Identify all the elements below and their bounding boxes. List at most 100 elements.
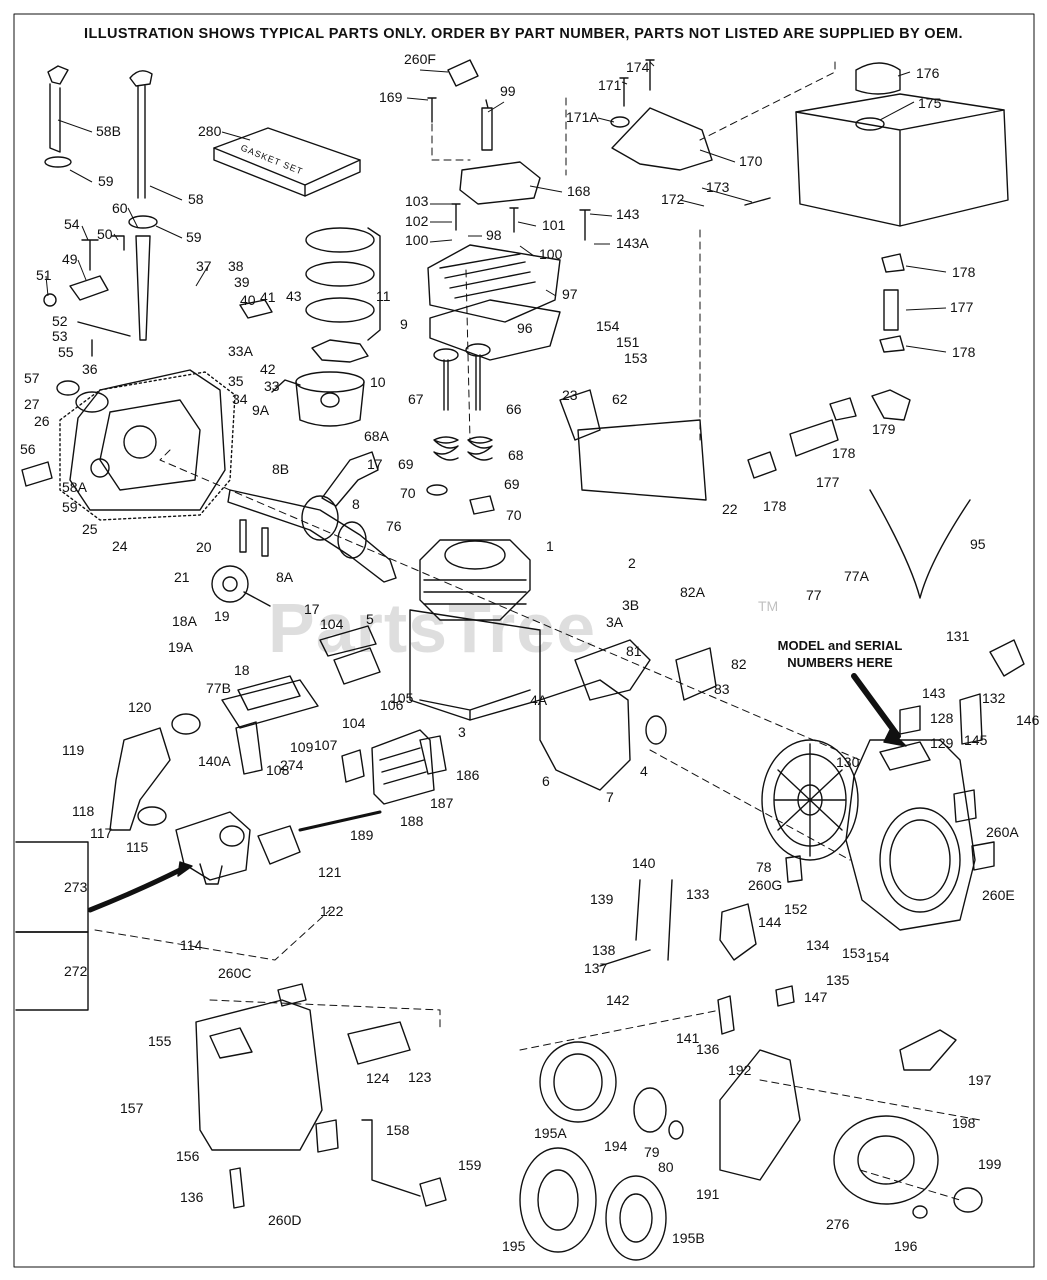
washer-79	[668, 1120, 684, 1140]
part-label-183: 196	[894, 1238, 918, 1254]
leader-line-33	[905, 345, 947, 353]
clip-136	[717, 995, 735, 1035]
part-label-157: 147	[804, 989, 828, 1005]
part-label-154: 138	[592, 942, 616, 958]
part-label-85: 20	[196, 539, 212, 555]
cylinder-head-97	[427, 244, 561, 323]
part-label-142: 260A	[986, 824, 1019, 840]
part-label-171: 192	[728, 1062, 752, 1078]
part-label-86: 8A	[276, 569, 294, 585]
part-label-121: 108	[266, 762, 290, 778]
part-label-147: 139	[590, 891, 614, 907]
part-label-84: 95	[970, 536, 986, 552]
part-label-60: 67	[408, 391, 424, 407]
part-label-23: 98	[486, 227, 502, 243]
bracket-123	[347, 1021, 411, 1065]
model-pointer-head	[883, 729, 907, 747]
part-label-12: 168	[567, 183, 591, 199]
part-label-82: 177	[816, 474, 840, 490]
part-label-155: 137	[584, 960, 608, 976]
part-label-38: 41	[260, 289, 276, 305]
decal-260e	[971, 841, 995, 871]
part-label-78: 8	[352, 496, 360, 512]
part-label-119: 107	[314, 737, 338, 753]
part-label-20: 103	[405, 193, 429, 209]
part-label-15: 59	[186, 229, 202, 245]
part-label-122: 119	[62, 742, 85, 758]
tappets-20	[239, 519, 269, 557]
part-label-130: 4	[640, 763, 648, 779]
part-label-73: 69	[504, 476, 520, 492]
part-label-50: 27	[24, 396, 40, 412]
part-label-10: 59	[98, 173, 114, 189]
part-label-89: 2	[628, 555, 636, 571]
part-label-151: 134	[806, 937, 830, 953]
leader-line-11	[149, 185, 183, 201]
part-label-59: 153	[624, 350, 648, 366]
part-label-145: 260G	[748, 877, 782, 893]
o-ring-59	[44, 156, 72, 168]
part-label-75: 70	[506, 507, 522, 523]
part-label-69: 24	[112, 538, 128, 554]
leader-line-30	[701, 187, 753, 203]
part-label-146: 140	[632, 855, 656, 871]
head-gasket-96	[429, 299, 561, 361]
leader-line-22	[429, 239, 453, 243]
part-label-152: 153	[842, 945, 866, 961]
part-label-115: 77B	[206, 680, 231, 696]
leader-line-5	[597, 117, 615, 123]
bearing-26	[75, 391, 109, 413]
part-label-41: 9	[400, 316, 408, 332]
part-label-104: 83	[714, 681, 730, 697]
bracket-145	[959, 693, 983, 745]
part-label-159: 141	[676, 1030, 700, 1046]
part-label-99: 18A	[172, 613, 198, 629]
control-82	[675, 647, 717, 701]
knob-199	[953, 1187, 983, 1213]
part-label-56: 96	[517, 320, 533, 336]
part-label-65: 56	[20, 441, 36, 457]
part-label-7: 175	[918, 95, 942, 111]
part-label-24: 101	[542, 217, 566, 233]
decal-260d	[315, 1119, 339, 1153]
part-label-100: 19A	[168, 639, 194, 655]
carburetor-274	[175, 811, 251, 885]
part-label-21: 102	[405, 213, 429, 229]
part-label-45: 57	[24, 370, 40, 386]
part-label-61: 66	[506, 401, 522, 417]
dipstick-58	[129, 70, 153, 199]
part-label-163: 124	[366, 1070, 390, 1086]
decal-260g	[785, 855, 803, 883]
dipstick-58b	[47, 65, 69, 153]
part-label-57: 154	[596, 318, 620, 334]
part-label-123: 140A	[198, 753, 231, 769]
part-label-53: 34	[232, 391, 248, 407]
part-label-158: 142	[606, 992, 630, 1008]
spacer-120	[171, 713, 201, 735]
decal-260c	[277, 983, 307, 1007]
part-label-4: 171	[598, 77, 622, 93]
part-label-31: 178	[952, 264, 976, 280]
header-notice: ILLUSTRATION SHOWS TYPICAL PARTS ONLY. O…	[84, 26, 963, 42]
muffler-gasket-186	[419, 735, 447, 775]
model-serial-line2: NUMBERS HERE	[787, 655, 893, 670]
part-label-135: 189	[350, 827, 374, 843]
part-label-117: 105	[390, 690, 414, 706]
part-label-132: 186	[456, 767, 480, 783]
nut-196	[912, 1205, 928, 1219]
part-label-120: 109	[290, 739, 314, 755]
governor-linkage	[43, 235, 131, 357]
leader-line-28	[545, 289, 557, 297]
part-label-18: 49	[62, 251, 78, 267]
part-label-101: 18	[234, 662, 250, 678]
part-label-114: 120	[128, 699, 152, 715]
part-label-172: 197	[968, 1072, 992, 1088]
leader-line-1	[487, 101, 505, 113]
intake-elbow-119	[109, 727, 171, 831]
leader-line-14	[127, 207, 139, 229]
part-label-116: 106	[380, 697, 404, 713]
part-label-126: 115	[126, 839, 149, 855]
leader-line-7	[879, 101, 915, 121]
throttle-control-144	[599, 879, 757, 967]
recoil-starter-276	[833, 1115, 939, 1205]
